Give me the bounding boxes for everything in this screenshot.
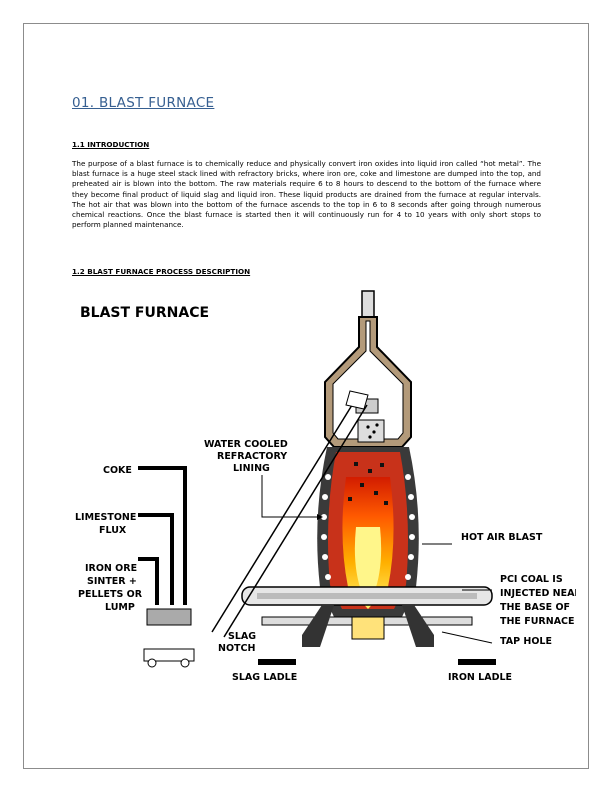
- label-iron-ladle: IRON LADLE: [448, 672, 512, 683]
- introduction-paragraph: The purpose of a blast furnace is to che…: [72, 159, 541, 230]
- label-slag-notch: SLAG NOTCH: [218, 631, 256, 654]
- section-heading-process-description: 1.2 BLAST FURNACE PROCESS DESCRIPTION: [72, 267, 251, 276]
- section-heading-introduction: 1.1 INTRODUCTION: [72, 140, 150, 149]
- svg-text:SINTER +: SINTER +: [87, 576, 137, 587]
- document-title: 01. BLAST FURNACE: [72, 95, 215, 111]
- svg-text:THE BASE OF: THE BASE OF: [500, 602, 570, 613]
- svg-text:LUMP: LUMP: [105, 602, 135, 613]
- svg-text:PELLETS OR: PELLETS OR: [78, 589, 143, 600]
- svg-text:IRON ORE: IRON ORE: [85, 563, 137, 574]
- diagram-title: BLAST FURNACE: [80, 305, 209, 321]
- label-hot-air-blast: HOT AIR BLAST: [461, 532, 543, 543]
- svg-text:REFRACTORY: REFRACTORY: [217, 451, 287, 462]
- label-limestone: LIMESTONE FLUX: [75, 512, 136, 536]
- svg-text:THE FURNACE: THE FURNACE: [500, 616, 575, 627]
- skip-incline-conveyor: [211, 390, 369, 638]
- svg-text:LIMESTONE: LIMESTONE: [75, 512, 136, 523]
- label-iron-ore: IRON ORE SINTER + PELLETS OR LUMP: [78, 563, 143, 613]
- svg-text:FLUX: FLUX: [99, 525, 127, 536]
- svg-text:INJECTED NEAR: INJECTED NEAR: [500, 588, 576, 599]
- furnace-hearth: [302, 605, 434, 647]
- slag-ladle-shape: [258, 659, 296, 665]
- svg-text:SLAG: SLAG: [228, 631, 256, 642]
- raw-material-feed-lines: [138, 466, 187, 605]
- charging-bin: [143, 608, 195, 668]
- label-tap-hole: TAP HOLE: [500, 636, 552, 647]
- blast-furnace-diagram: BLAST FURNACE: [72, 287, 582, 687]
- svg-text:LINING: LINING: [233, 463, 270, 474]
- furnace-shell: [317, 447, 419, 617]
- svg-text:NOTCH: NOTCH: [218, 643, 255, 654]
- label-pci-coal: PCI COAL IS INJECTED NEAR THE BASE OF TH…: [500, 574, 582, 627]
- page-border: [23, 23, 589, 769]
- label-pointers: [261, 475, 493, 644]
- svg-text:PCI COAL IS: PCI COAL IS: [500, 574, 563, 585]
- iron-ladle-shape: [458, 659, 496, 665]
- label-water-cooled: WATER COOLED REFRACTORY LINING: [204, 439, 288, 474]
- svg-text:WATER COOLED: WATER COOLED: [204, 439, 288, 450]
- label-slag-ladle: SLAG LADLE: [232, 672, 297, 683]
- label-coke: COKE: [103, 465, 132, 476]
